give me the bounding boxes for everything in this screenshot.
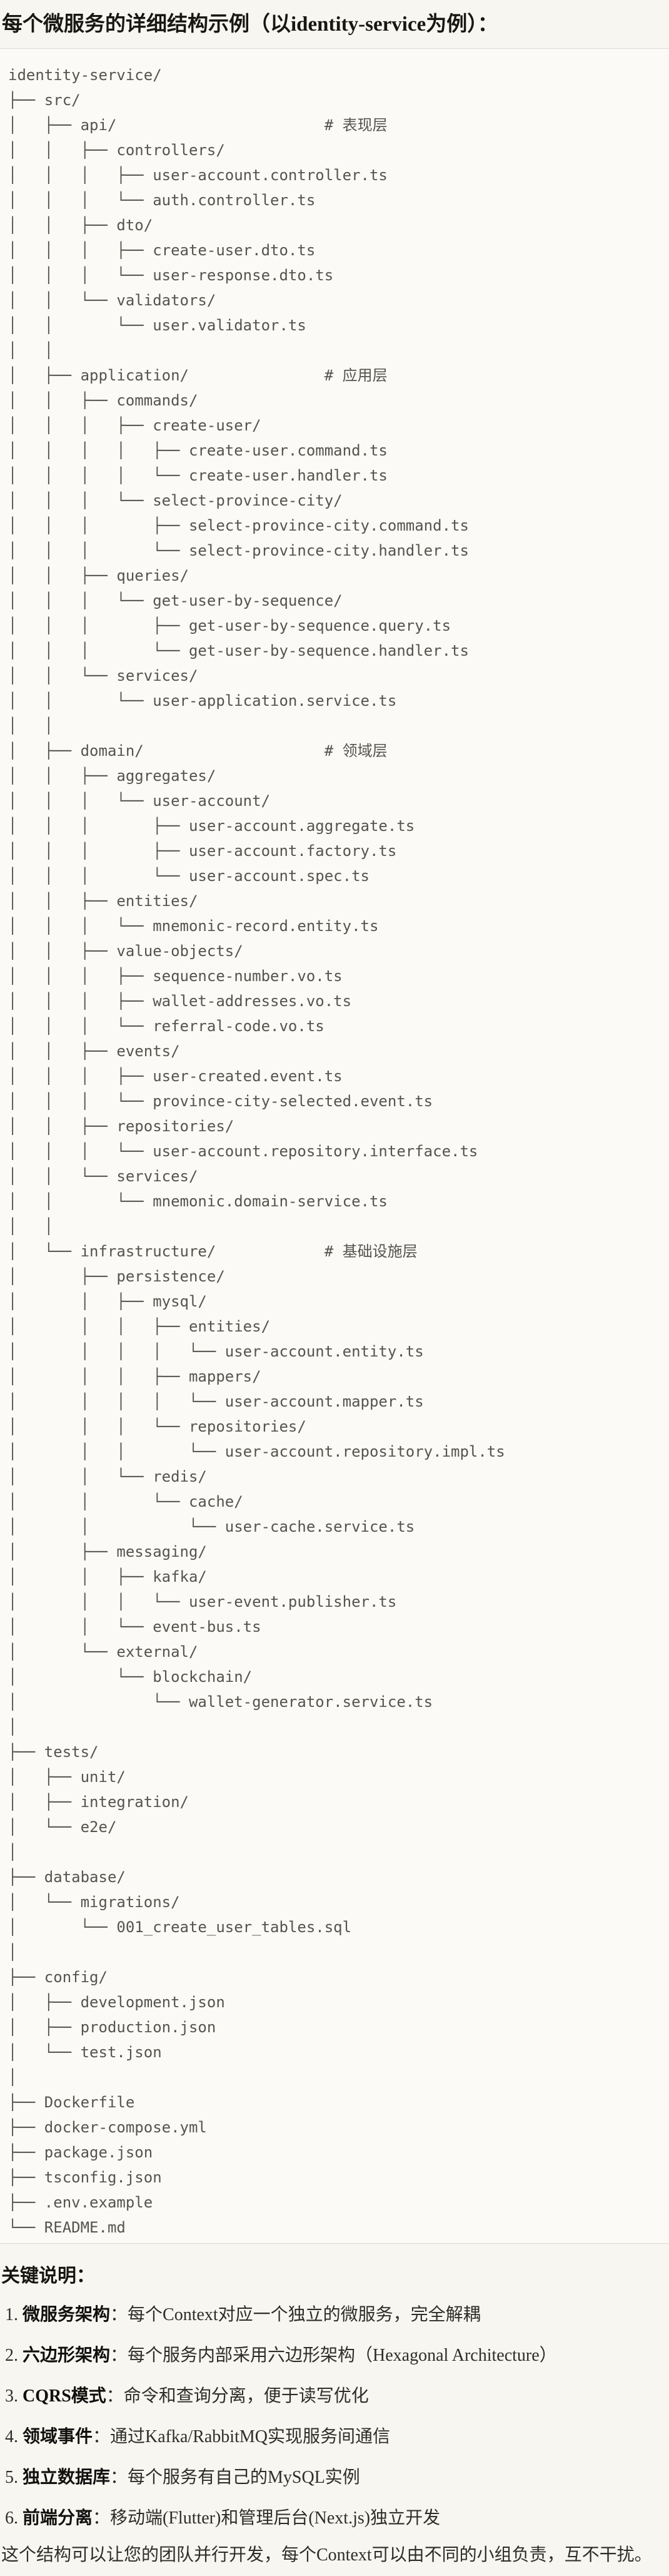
note-item-desc: ：移动端(Flutter)和管理后台(Next.js)独立开发 (93, 2508, 441, 2528)
note-item-frontend-split: 6.前端分离：移动端(Flutter)和管理后台(Next.js)独立开发 (5, 2507, 440, 2530)
directory-tree-block: identity-service/ ├── src/ │ ├── api/ # … (0, 48, 669, 2244)
note-item-desc: ：每个服务内部采用六边形架构（Hexagonal Architecture） (110, 2346, 557, 2365)
note-item-number: 3. (5, 2386, 18, 2406)
note-item-number: 1. (5, 2305, 18, 2324)
note-item-desc: ：每个Context对应一个独立的微服务，完全解耦 (110, 2305, 481, 2324)
directory-tree: identity-service/ ├── src/ │ ├── api/ # … (8, 66, 505, 2236)
note-item-term: 前端分离 (23, 2508, 93, 2528)
closing-paragraph: 这个结构可以让您的团队并行开发，每个Context可以由不同的小组负责，互不干扰… (1, 2545, 652, 2565)
note-item-independent-db: 5. 独立数据库：每个服务有自己的MySQL实例 (5, 2466, 360, 2490)
note-item-number: 5. (5, 2468, 18, 2487)
note-item-desc: ：命令和查询分离，便于读写优化 (106, 2386, 369, 2406)
note-item-cqrs: 3.CQRS模式：命令和查询分离，便于读写优化 (5, 2385, 369, 2408)
note-item-term: 领域事件 (23, 2427, 93, 2446)
note-item-microservices: 1. 微服务架构：每个Context对应一个独立的微服务，完全解耦 (5, 2303, 481, 2327)
note-item-number: 4. (5, 2427, 18, 2446)
note-item-term: 六边形架构 (23, 2346, 111, 2365)
notes-heading: 关键说明： (1, 2266, 95, 2286)
note-item-domain-events: 4. 领域事件：通过Kafka/RabbitMQ实现服务间通信 (5, 2425, 390, 2449)
note-item-desc: ：通过Kafka/RabbitMQ实现服务间通信 (93, 2427, 390, 2446)
note-item-number: 2. (5, 2346, 18, 2365)
note-item-desc: ：每个服务有自己的MySQL实例 (110, 2468, 360, 2487)
note-item-hexagonal: 2. 六边形架构：每个服务内部采用六边形架构（Hexagonal Architec… (5, 2344, 557, 2368)
note-item-term: CQRS模式 (23, 2386, 106, 2406)
note-item-number: 6. (5, 2508, 18, 2528)
note-item-term: 独立数据库 (23, 2468, 111, 2487)
note-item-term: 微服务架构 (23, 2305, 111, 2324)
page-title: 每个微服务的详细结构示例（以identity-service为例）： (2, 13, 498, 36)
